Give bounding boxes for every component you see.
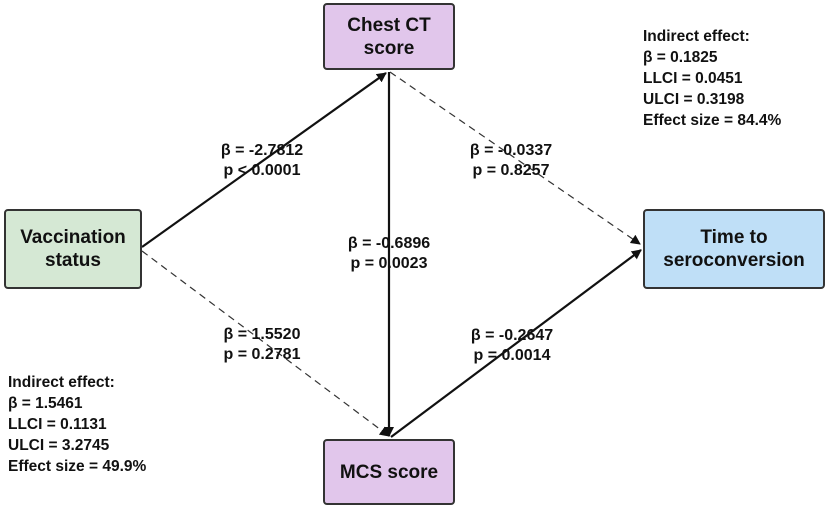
edge-ct-to-time bbox=[389, 71, 641, 245]
indirect-effect-mcs-box: Indirect effect: β = 1.5461 LLCI = 0.113… bbox=[8, 372, 146, 477]
indirect-effect-mcs-llci: LLCI = 0.1131 bbox=[8, 416, 107, 433]
node-mcs-label: MCS score bbox=[339, 461, 439, 483]
path-ct-to-mcs-beta: β = -0.6896 bbox=[347, 235, 431, 252]
indirect-effect-ct-size: Effect size = 84.4% bbox=[643, 112, 782, 129]
path-ct-to-time-p: p = 0.8257 bbox=[472, 162, 550, 179]
indirect-effect-mcs-title: Indirect effect: bbox=[8, 374, 115, 391]
indirect-effect-ct-llci: LLCI = 0.0451 bbox=[643, 70, 743, 87]
node-chest-ct-score: Chest CT score bbox=[323, 3, 455, 70]
path-mcs-to-time-beta: β = -0.2647 bbox=[470, 327, 554, 344]
path-label-ct-to-time: β = -0.0337 p = 0.8257 bbox=[470, 141, 552, 181]
path-mcs-to-time-p: p = 0.0014 bbox=[473, 347, 551, 364]
path-label-mcs-to-time: β = -0.2647 p = 0.0014 bbox=[471, 326, 553, 366]
path-vacc-to-mcs-beta: β = 1.5520 bbox=[223, 326, 301, 343]
indirect-effect-ct-ulci: ULCI = 0.3198 bbox=[643, 91, 745, 108]
edge-vacc-to-ct bbox=[141, 72, 387, 248]
path-vacc-to-ct-p: p < 0.0001 bbox=[223, 162, 301, 179]
path-label-vacc-to-mcs: β = 1.5520 p = 0.2781 bbox=[224, 325, 301, 365]
node-time-label: Time to seroconversion bbox=[663, 227, 805, 271]
indirect-effect-mcs-beta: β = 1.5461 bbox=[8, 395, 83, 412]
indirect-effect-ct-title: Indirect effect: bbox=[643, 28, 750, 45]
indirect-effect-mcs-size: Effect size = 49.9% bbox=[8, 458, 147, 475]
edge-mcs-to-time bbox=[390, 249, 642, 438]
path-ct-to-mcs-p: p = 0.0023 bbox=[350, 255, 428, 272]
indirect-effect-mcs-ulci: ULCI = 3.2745 bbox=[8, 437, 110, 454]
node-vaccination-status: Vaccination status bbox=[4, 209, 142, 289]
path-label-ct-to-mcs: β = -0.6896 p = 0.0023 bbox=[348, 234, 430, 274]
path-vacc-to-mcs-p: p = 0.2781 bbox=[223, 346, 301, 363]
node-chest-ct-label: Chest CT score bbox=[347, 14, 431, 59]
path-vacc-to-ct-beta: β = -2.7812 bbox=[220, 142, 304, 159]
path-ct-to-time-beta: β = -0.0337 bbox=[469, 142, 553, 159]
edge-vacc-to-mcs bbox=[141, 250, 390, 437]
node-vaccination-label: Vaccination status bbox=[20, 227, 126, 271]
path-label-vacc-to-ct: β = -2.7812 p < 0.0001 bbox=[221, 141, 303, 181]
indirect-effect-ct-box: Indirect effect: β = 0.1825 LLCI = 0.045… bbox=[643, 26, 781, 131]
indirect-effect-ct-beta: β = 0.1825 bbox=[643, 49, 718, 66]
node-mcs-score: MCS score bbox=[323, 439, 455, 505]
node-time-to-seroconversion: Time to seroconversion bbox=[643, 209, 825, 289]
